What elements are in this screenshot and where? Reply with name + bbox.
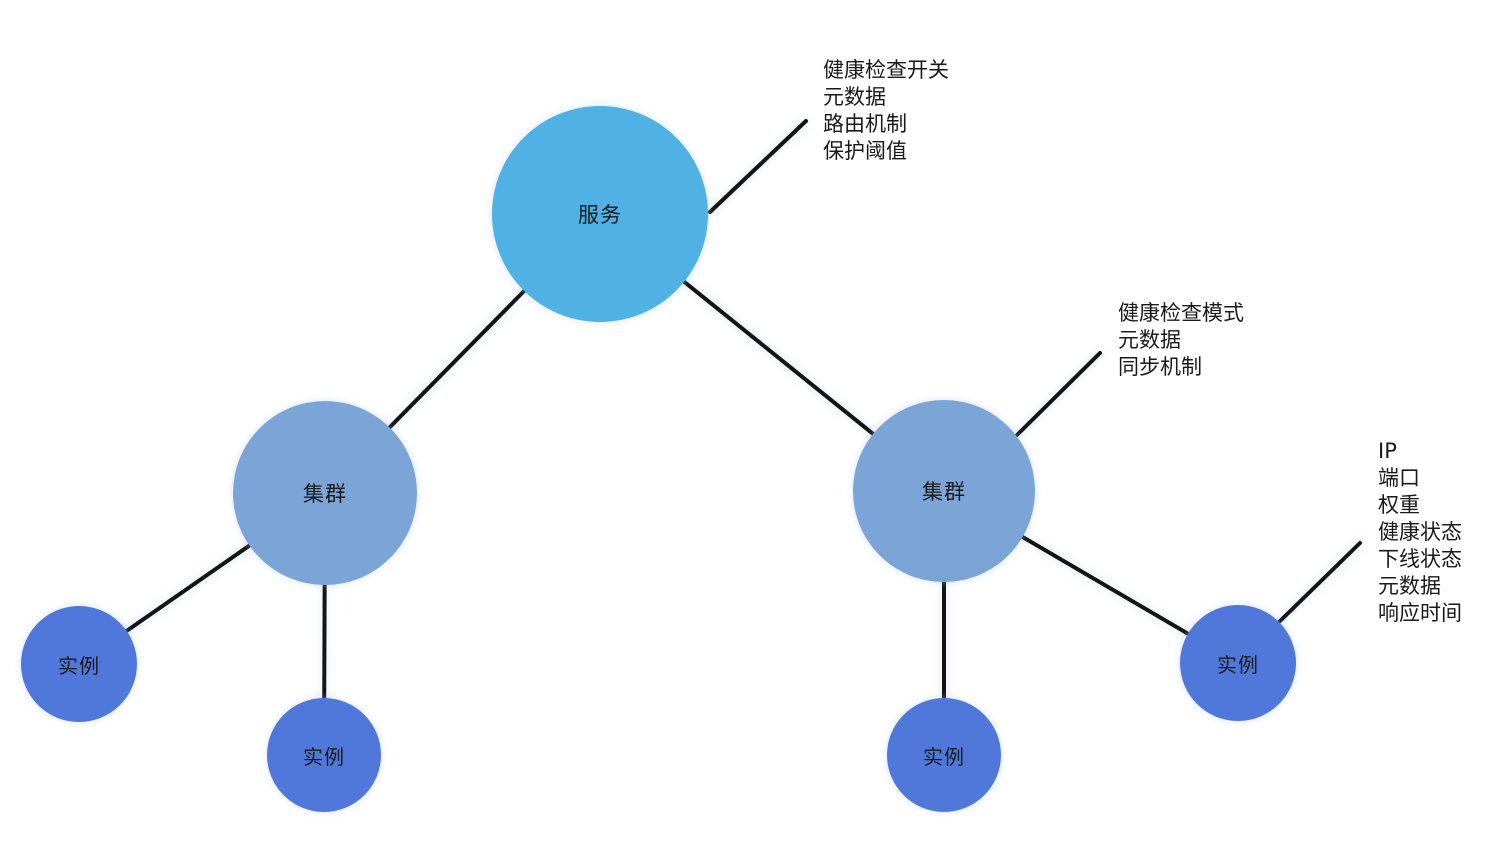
annotation-line: 响应时间 — [1378, 601, 1462, 625]
node-service: 服务 — [492, 106, 708, 322]
annotation-line: 健康检查开关 — [823, 58, 949, 82]
node-instance-2: 实例 — [267, 698, 381, 812]
annotation-line: 元数据 — [1378, 574, 1441, 598]
edge-instance-4-to-annotation — [1276, 541, 1362, 625]
instance-4-annotation: IP 端口 权重 健康状态 下线状态 元数据 响应时间 — [1378, 438, 1462, 627]
node-instance-2-label: 实例 — [303, 744, 345, 769]
node-cluster-left-label: 集群 — [303, 482, 347, 506]
edge-cluster-right-to-annotation — [1015, 351, 1102, 437]
node-instance-1: 实例 — [21, 606, 137, 722]
node-instance-1-label: 实例 — [58, 653, 100, 678]
annotation-line: 健康状态 — [1378, 520, 1462, 544]
annotation-line: 路由机制 — [823, 112, 907, 136]
cluster-right-annotation: 健康检查模式 元数据 同步机制 — [1118, 300, 1244, 381]
annotation-line: 元数据 — [823, 85, 886, 109]
node-cluster-right-label: 集群 — [922, 480, 966, 504]
annotation-line: 健康检查模式 — [1118, 301, 1244, 325]
edge-service-to-annotation — [708, 119, 808, 214]
annotation-line: 端口 — [1378, 466, 1420, 490]
service-annotation: 健康检查开关 元数据 路由机制 保护阈值 — [823, 57, 949, 165]
node-instance-3: 实例 — [887, 698, 1001, 812]
annotation-line: 元数据 — [1118, 328, 1181, 352]
node-instance-3-label: 实例 — [923, 744, 965, 769]
node-instance-4-label: 实例 — [1217, 652, 1259, 677]
annotation-line: 保护阈值 — [823, 139, 907, 163]
node-cluster-right: 集群 — [853, 400, 1035, 582]
annotation-line: 权重 — [1378, 493, 1420, 517]
node-service-label: 服务 — [578, 203, 622, 227]
annotation-line: IP — [1378, 439, 1397, 463]
annotation-line: 下线状态 — [1378, 547, 1462, 571]
annotation-line: 同步机制 — [1118, 355, 1202, 379]
node-instance-4: 实例 — [1180, 605, 1296, 721]
node-cluster-left: 集群 — [233, 401, 417, 585]
